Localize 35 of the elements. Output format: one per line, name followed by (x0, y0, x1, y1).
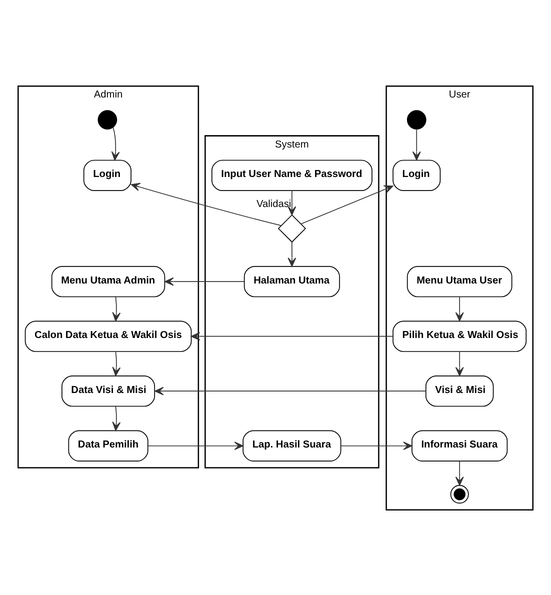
arrow (455, 296, 464, 321)
node-circle (406, 110, 426, 129)
node-bullseye (450, 484, 469, 504)
node-box: Visi & Misi (425, 375, 494, 406)
node-box: Login (83, 159, 132, 190)
arrow (112, 406, 121, 430)
arrow (112, 296, 121, 321)
arrow (300, 184, 394, 224)
node-box: Pilih Ketua & Wakil Osis (392, 320, 527, 352)
node-box: Informasi Suara (412, 430, 508, 461)
node-box: Menu Utama Admin (51, 265, 166, 297)
arrow (111, 126, 120, 160)
node-box: Menu Utama User (406, 265, 512, 297)
node-box: Data Visi & Misi (62, 375, 156, 406)
arrow (130, 182, 282, 226)
node-circle (98, 110, 118, 129)
node-box: Halaman Utama (244, 265, 340, 297)
arrow (148, 441, 244, 450)
node-box: Calon Data Ketua & Wakil Osis (24, 320, 192, 352)
arrow (288, 190, 296, 215)
arrow (455, 460, 464, 486)
edge-label: Validasi (256, 198, 292, 210)
node-box: Data Pemilih (68, 430, 148, 461)
arrow (340, 441, 412, 450)
arrow (154, 386, 426, 395)
arrow (288, 241, 296, 266)
node-box: Login (392, 159, 441, 190)
node-box: Lap. Hasil Suara (242, 430, 342, 461)
arrow (455, 350, 464, 376)
node-box: Input User Name & Password (211, 159, 372, 190)
arrow (112, 350, 121, 376)
arrow (412, 128, 421, 160)
arrow (190, 332, 394, 340)
node-diamond (278, 214, 306, 242)
arrow (164, 276, 245, 286)
